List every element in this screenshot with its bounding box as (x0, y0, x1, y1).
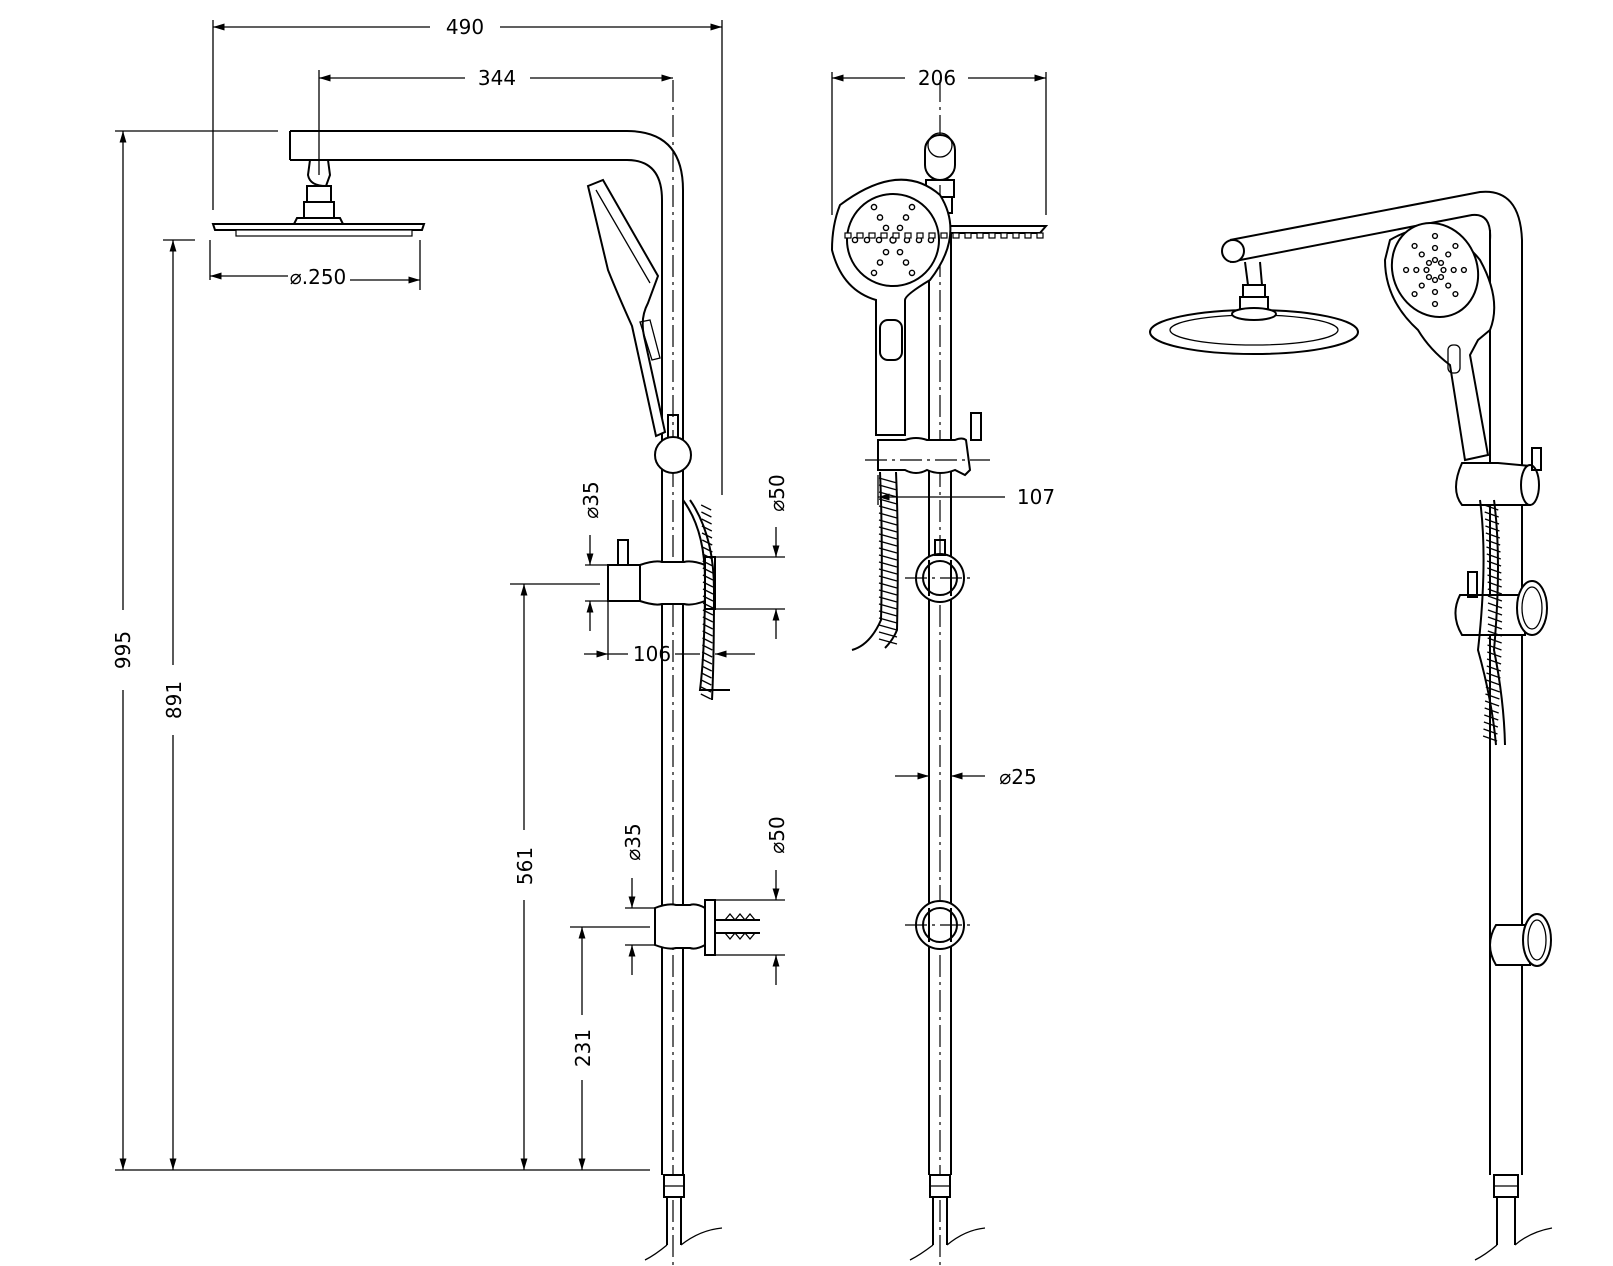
front-hose-coil (700, 504, 714, 700)
dim-lower-small-diameter: ⌀35 (621, 823, 645, 861)
side-view (830, 80, 1049, 1266)
dim-upper-bracket-depth: 106 (633, 642, 671, 666)
dim-holder-depth: 107 (1017, 485, 1055, 509)
dim-head-diameter: ⌀.250 (290, 265, 347, 289)
rain-head-nozzles (235, 229, 413, 237)
dim-upper-large-diameter: ⌀50 (765, 474, 789, 512)
dim-lower-large-diameter: ⌀50 (765, 816, 789, 854)
dim-arm-projection: 344 (478, 66, 516, 90)
dim-head-height: 891 (162, 681, 186, 719)
dimension-labels: 490 344 206 ⌀.250 995 891 561 231 106 10… (111, 15, 1055, 1067)
dim-side-width: 206 (918, 66, 956, 90)
dim-upper-bracket-height: 561 (513, 847, 537, 885)
wall-plug (724, 912, 756, 941)
dim-lower-bracket-height: 231 (571, 1029, 595, 1067)
front-view (211, 80, 760, 1266)
dim-overall-height: 995 (111, 631, 135, 669)
dim-upper-small-diameter: ⌀35 (579, 481, 603, 519)
isometric-view (1149, 190, 1553, 1261)
dim-rail-diameter: ⌀25 (999, 765, 1037, 789)
dim-overall-width: 490 (446, 15, 484, 39)
dimension-lines (115, 20, 1047, 1171)
hand-shower-face (830, 178, 952, 436)
iso-hand-shower (1383, 222, 1496, 462)
